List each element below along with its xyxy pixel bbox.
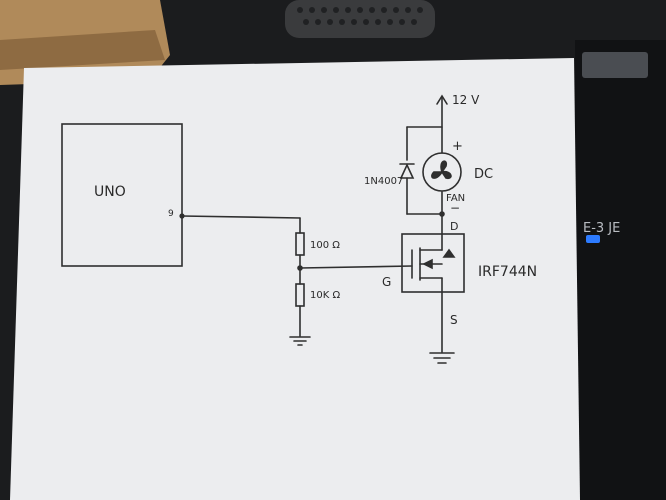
supply-arrow bbox=[436, 94, 448, 105]
gate-label: G bbox=[382, 275, 391, 289]
resistor-top-label: 100 Ω bbox=[310, 240, 340, 251]
arduino-label: UNO bbox=[94, 184, 126, 200]
speaker-holes bbox=[297, 7, 423, 25]
mosfet-box bbox=[401, 233, 465, 293]
fan-blade-3 bbox=[431, 171, 444, 179]
schematic-labels: UNO 9 100 Ω 10K Ω 12 V + 1N4007 DC FAN −… bbox=[94, 93, 537, 327]
drain-label: D bbox=[450, 220, 458, 233]
pin9-wire bbox=[181, 215, 301, 219]
cardboard-box-shade bbox=[0, 30, 165, 70]
device-led bbox=[586, 235, 600, 243]
device-display bbox=[582, 52, 648, 78]
drain-node-dot bbox=[439, 211, 445, 217]
mosfet-label: IRF744N bbox=[478, 264, 537, 280]
fan-blade-1 bbox=[440, 160, 448, 174]
source-label: S bbox=[450, 313, 458, 327]
schematic bbox=[61, 94, 465, 364]
diode-label: 1N4007 bbox=[364, 176, 403, 187]
supply-label: 12 V bbox=[452, 93, 480, 107]
keyboard-device bbox=[575, 40, 666, 500]
paper-sheet bbox=[10, 58, 580, 500]
fan-dc-label: DC bbox=[474, 167, 493, 182]
speaker-grille bbox=[285, 0, 435, 38]
pin9-dot bbox=[179, 213, 185, 219]
mosfet-body-diode bbox=[442, 248, 456, 258]
device-text: E-3 JE bbox=[583, 221, 620, 236]
minus-label: − bbox=[450, 201, 460, 215]
plus-label: + bbox=[452, 139, 463, 154]
fan-blade-2 bbox=[440, 170, 452, 180]
arduino-uno-box bbox=[61, 123, 183, 267]
mosfet-arrow bbox=[422, 258, 433, 270]
fan-label: FAN bbox=[446, 193, 465, 204]
gate-wire bbox=[299, 265, 413, 269]
resistor-bottom-label: 10K Ω bbox=[310, 290, 340, 301]
pin-label: 9 bbox=[168, 209, 174, 219]
